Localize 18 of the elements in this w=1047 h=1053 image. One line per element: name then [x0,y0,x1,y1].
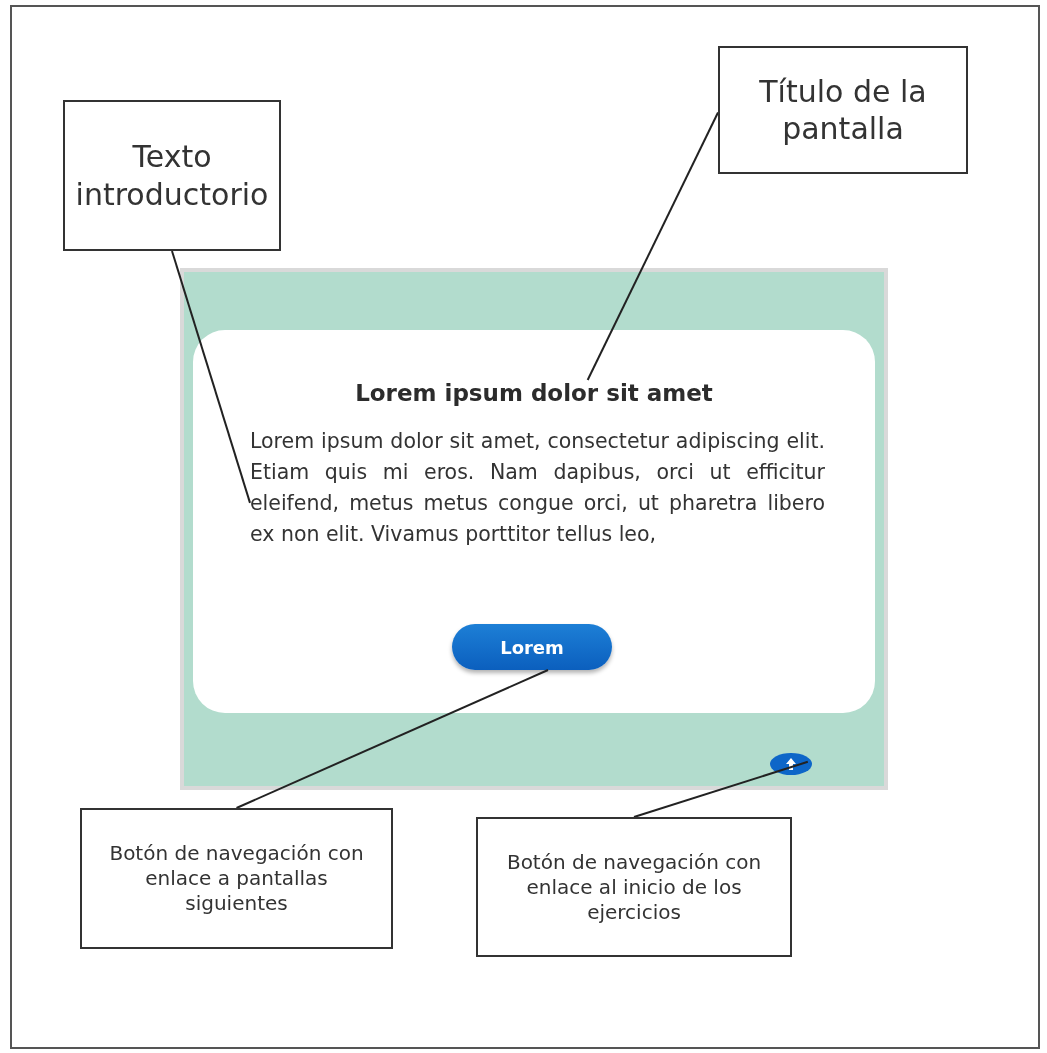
home-button [770,753,812,775]
callout-box [80,808,393,949]
leader-line [171,250,251,504]
callout-text: Botón de navegación con enlace al inicio de los ejercicios [505,849,763,925]
content-card [193,330,875,713]
leader-line [586,111,719,381]
leader-line [633,760,809,818]
callout-text: Título de la pantalla [758,72,928,148]
screen-panel [180,268,888,790]
callout-box [718,46,968,174]
next-button: Lorem [452,624,612,670]
callout-text: Botón de navegación con enlace a pantallas siguientes [108,841,365,916]
intro-paragraph: Lorem ipsum dolor sit amet, consectetur adipiscing elit. Etiam quis mi eros. Nam dapibus, orci ut efficitur eleifend, metus metus congue orci, ut pharetra libero ex non elit. Vivamus porttitor tellus leo, [250,426,825,550]
screen-title: Lorem ipsum dolor sit amet [355,380,713,406]
callout-text: Texto introductorio [75,138,269,213]
callout-box [63,100,281,251]
leader-line [235,669,549,809]
callout-box [476,817,792,957]
